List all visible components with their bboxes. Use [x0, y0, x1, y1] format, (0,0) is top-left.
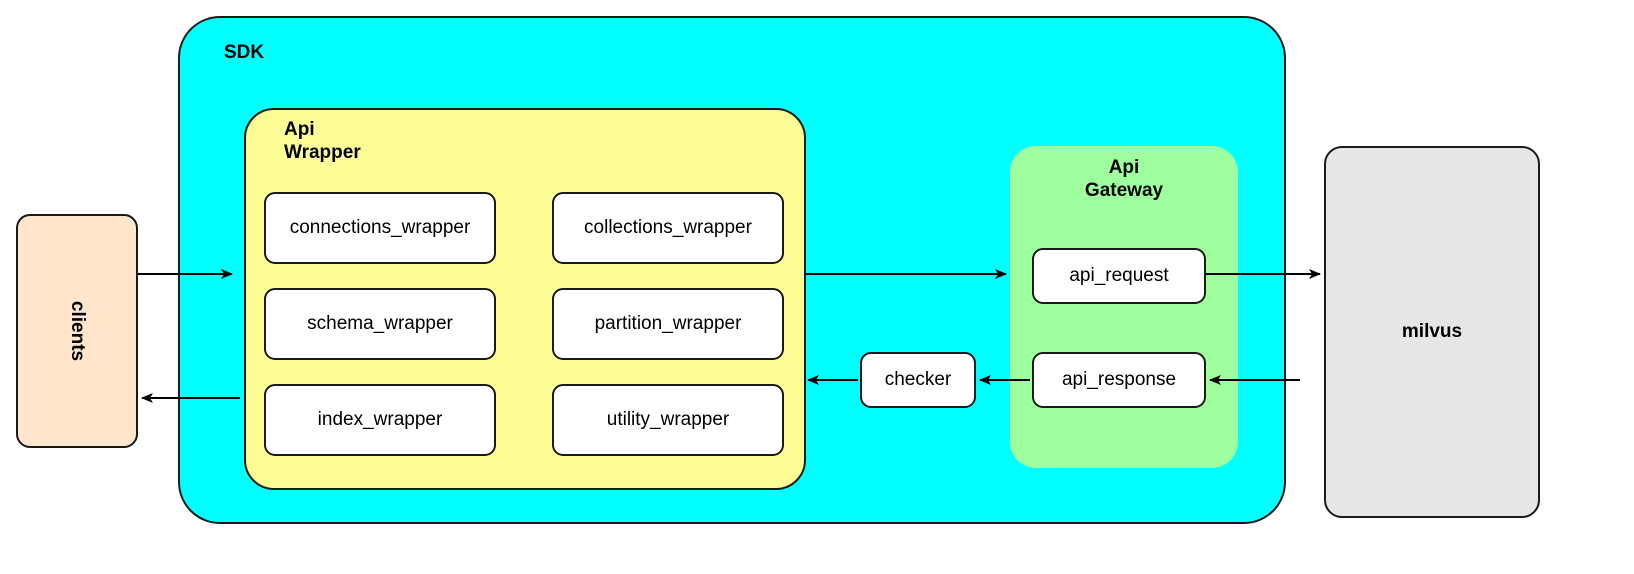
node-checker[interactable]: checker	[860, 352, 976, 408]
container-api-wrapper-label: Api Wrapper	[284, 119, 361, 164]
node-index-wrapper[interactable]: index_wrapper	[264, 384, 496, 456]
node-api-request[interactable]: api_request	[1032, 248, 1206, 304]
container-sdk-label: SDK	[224, 42, 265, 63]
node-api-response[interactable]: api_response	[1032, 352, 1206, 408]
node-utility-wrapper[interactable]: utility_wrapper	[552, 384, 784, 456]
node-schema-wrapper[interactable]: schema_wrapper	[264, 288, 496, 360]
node-milvus[interactable]: milvus	[1324, 146, 1540, 518]
node-partition-wrapper[interactable]: partition_wrapper	[552, 288, 784, 360]
container-api-gateway[interactable]: Api Gateway	[1010, 146, 1238, 468]
node-connections-wrapper[interactable]: connections_wrapper	[264, 192, 496, 264]
node-clients[interactable]: clients	[16, 214, 138, 448]
node-collections-wrapper[interactable]: collections_wrapper	[552, 192, 784, 264]
container-api-gateway-label: Api Gateway	[1084, 157, 1164, 202]
